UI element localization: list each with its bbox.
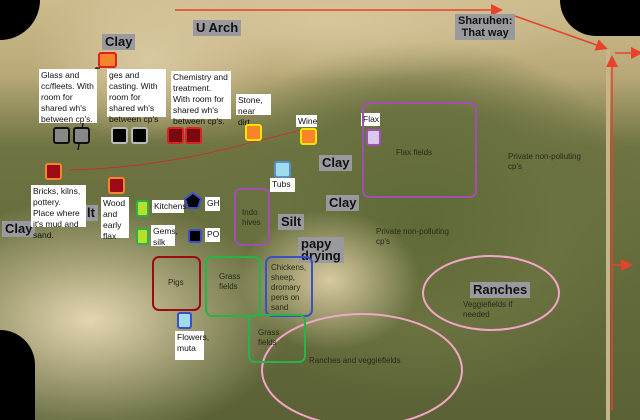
road (606, 50, 610, 420)
papy-line1: papy (301, 236, 332, 251)
zone-pigs[interactable]: Pigs (152, 256, 201, 311)
label-ranches: Ranches (470, 282, 531, 298)
note-gems: Gems, silk (151, 225, 179, 247)
zone-ranches-veggiefields: Ranches and veggiefields (309, 356, 401, 365)
label-clay: Clay (2, 221, 36, 237)
map-edge-bottom-left (0, 330, 35, 420)
label-silt-partial: lt (84, 205, 98, 221)
building-marker-wine[interactable] (300, 128, 317, 145)
building-marker-grey[interactable] (53, 127, 70, 144)
building-marker-stone[interactable] (245, 124, 262, 141)
building-marker-po[interactable] (188, 229, 202, 243)
zone-private-cps: Private non-polluting cp's (508, 152, 581, 171)
route-arrow-diagonal (514, 15, 608, 51)
note-po: PO (205, 228, 220, 242)
path-line (69, 129, 302, 171)
note-stone: Stone, near dirt (236, 94, 271, 127)
building-marker-black[interactable] (111, 127, 128, 144)
note-flowers: Flowers, muta (175, 331, 209, 360)
label-clay: Clay (102, 34, 136, 50)
zone-veggiefields: Veggiefields if needed (463, 300, 513, 319)
building-marker-darkred[interactable] (185, 127, 202, 144)
note-glass: Glass and cc/fleets. With room for share… (39, 69, 97, 124)
building-marker-flax[interactable] (366, 129, 381, 146)
zone-label: Grass fields (258, 328, 280, 347)
building-marker-black[interactable] (131, 127, 148, 144)
building-marker-tubs[interactable] (274, 161, 291, 178)
label-clay: Clay (319, 155, 353, 171)
building-marker-kitchens[interactable] (136, 200, 149, 217)
zone-grass-fields-2[interactable]: Grass fields (248, 314, 306, 363)
gh-pentagon-icon[interactable] (183, 191, 203, 209)
zone-label: Flax fields (396, 148, 433, 157)
zone-animal-pens[interactable]: Chickens, sheep, dromary pens on sand (265, 256, 313, 317)
zone-private-cps: Private non-polluting cp's (376, 227, 449, 246)
building-marker-flowers[interactable] (177, 312, 192, 329)
note-chemistry: Chemistry and treatment. With room for s… (171, 71, 231, 126)
building-marker-bricks[interactable] (45, 163, 62, 180)
zone-label: Chickens, sheep, dromary pens on sand (271, 263, 307, 312)
sharuhen-line1: Sharuhen: (458, 15, 513, 27)
building-marker-orange[interactable] (98, 52, 117, 68)
zone-ranches (422, 255, 560, 331)
zone-label: Pigs (168, 278, 184, 287)
building-marker-wood[interactable] (108, 177, 125, 194)
zone-indo-hives[interactable]: Indo hives (234, 188, 270, 246)
note-flax: Flax (361, 113, 380, 126)
sharuhen-line2: That way (461, 27, 509, 39)
zone-ranches-veggie (261, 313, 463, 420)
building-marker-grey[interactable] (73, 127, 90, 144)
label-sharuhen: Sharuhen: That way (455, 14, 516, 40)
note-forges: ges and casting. With room for shared wh… (107, 69, 166, 124)
zone-flax-fields[interactable]: Flax fields (362, 102, 477, 198)
label-clay: Clay (326, 195, 360, 211)
building-marker-gems[interactable] (136, 228, 149, 245)
note-wine: Wine (296, 115, 318, 127)
zone-label: Grass fields (219, 272, 241, 291)
zone-label: Indo hives (242, 208, 261, 227)
building-marker-darkred[interactable] (167, 127, 184, 144)
label-silt: Silt (278, 214, 305, 230)
note-wood: Wood and early flax (101, 197, 129, 241)
zone-grass-fields[interactable]: Grass fields (205, 256, 261, 317)
note-tubs: Tubs (270, 178, 295, 192)
note-gh: GH (205, 197, 220, 211)
note-kitchens: Kitchens (152, 200, 187, 213)
note-bricks: Bricks, kilns, pottery. Place where it's… (31, 185, 86, 240)
label-u-arch: U Arch (193, 20, 242, 36)
